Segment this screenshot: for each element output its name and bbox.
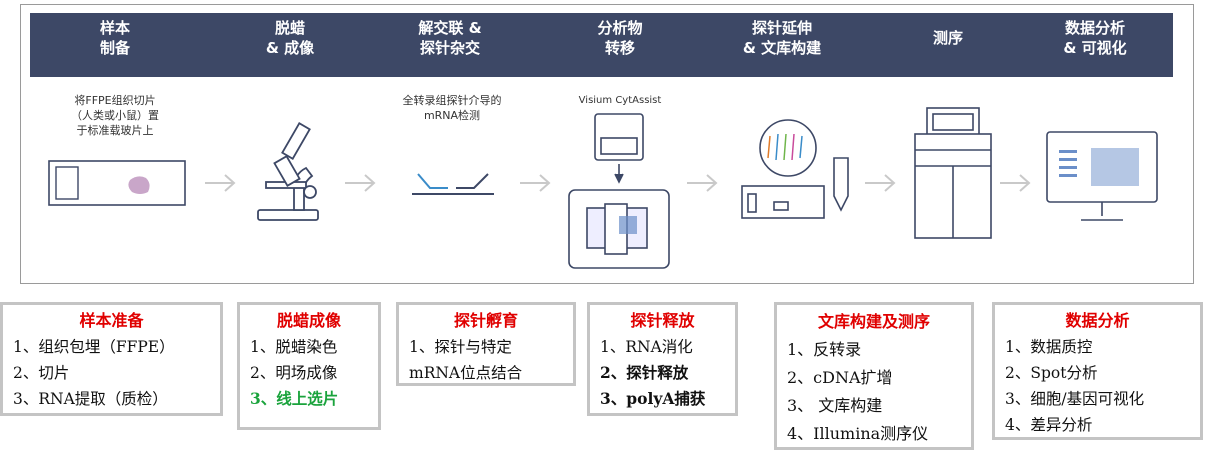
box-item: 2、探针释放 [600, 363, 689, 382]
box-library-seq: 文库构建及测序 1、反转录 2、cDNA扩增 3、 文库构建 4、Illumin… [774, 302, 974, 450]
box-item: 1、脱蜡染色 [250, 338, 338, 356]
library-construction-icon [741, 119, 849, 219]
box-title: 数据分析 [1065, 311, 1130, 330]
box-title: 文库构建及测序 [817, 312, 930, 331]
step-title-deparaffin: 脱蜡& 成像 [265, 19, 315, 57]
box-item: 3、polyA捕获 [600, 389, 706, 408]
arrow-right-icon [1000, 174, 1031, 192]
box-item: 2、Spot分析 [1005, 364, 1098, 382]
box-item: 3、 文库构建 [787, 396, 883, 415]
step-desc-transfer: Visium CytAssist [578, 95, 662, 106]
step-banner [30, 13, 1173, 77]
arrow-right-icon [205, 174, 236, 192]
box-item: 3、RNA提取（质检） [13, 390, 168, 408]
tissue-slide-icon [48, 160, 186, 206]
box-item: 4、差异分析 [1005, 416, 1093, 434]
box-title: 探针释放 [630, 311, 695, 330]
step-desc-sample-prep: 将FFPE组织切片（人类或小鼠）置于标准载玻片上 [71, 94, 159, 137]
analysis-monitor-icon [1046, 131, 1158, 221]
box-item: 1、反转录 [787, 340, 862, 359]
box-title: 脱蜡成像 [276, 311, 341, 330]
box-probe-incubation: 探针孵育 1、探针与特定 mRNA位点结合 [396, 302, 576, 386]
box-item: 4、Illumina测序仪 [787, 424, 929, 443]
arrow-right-icon [687, 174, 718, 192]
box-title: 探针孵育 [453, 311, 518, 330]
box-deparaffin: 脱蜡成像 1、脱蜡染色 2、明场成像 3、线上选片 [237, 302, 381, 430]
step-title-sample-prep: 样本制备 [99, 19, 130, 57]
box-title: 样本准备 [79, 311, 144, 330]
cytassist-instrument-icon [568, 113, 670, 269]
box-item-highlight: 3、线上选片 [250, 389, 339, 408]
step-title-sequencing: 测序 [932, 29, 963, 47]
arrow-right-icon [345, 174, 376, 192]
arrow-right-icon [520, 174, 551, 192]
box-item: 1、探针与特定 [409, 338, 512, 356]
box-data-analysis: 数据分析 1、数据质控 2、Spot分析 3、细胞/基因可视化 4、差异分析 [992, 302, 1203, 440]
box-probe-release: 探针释放 1、RNA消化 2、探针释放 3、polyA捕获 [587, 302, 738, 416]
box-sample-prep: 样本准备 1、组织包埋（FFPE） 2、切片 3、RNA提取（质检） [0, 302, 223, 416]
box-item: 2、cDNA扩增 [787, 368, 893, 387]
probe-hybridization-icon [412, 173, 494, 195]
box-item: 1、数据质控 [1005, 338, 1093, 356]
step-title-library: 探针延伸& 文库构建 [742, 19, 822, 57]
step-title-analysis: 数据分析& 可视化 [1063, 19, 1127, 57]
step-title-probe-hyb: 解交联 &探针杂交 [418, 19, 482, 57]
box-item: 2、切片 [13, 364, 70, 382]
arrow-right-icon [865, 174, 896, 192]
box-item: mRNA位点结合 [409, 364, 523, 382]
box-item: 3、细胞/基因可视化 [1005, 390, 1145, 408]
microscope-icon [257, 122, 319, 221]
box-item: 1、RNA消化 [600, 338, 693, 356]
box-item: 1、组织包埋（FFPE） [13, 338, 175, 356]
box-item: 2、明场成像 [250, 364, 338, 382]
step-title-transfer: 分析物转移 [597, 19, 643, 57]
sequencer-icon [914, 107, 992, 239]
